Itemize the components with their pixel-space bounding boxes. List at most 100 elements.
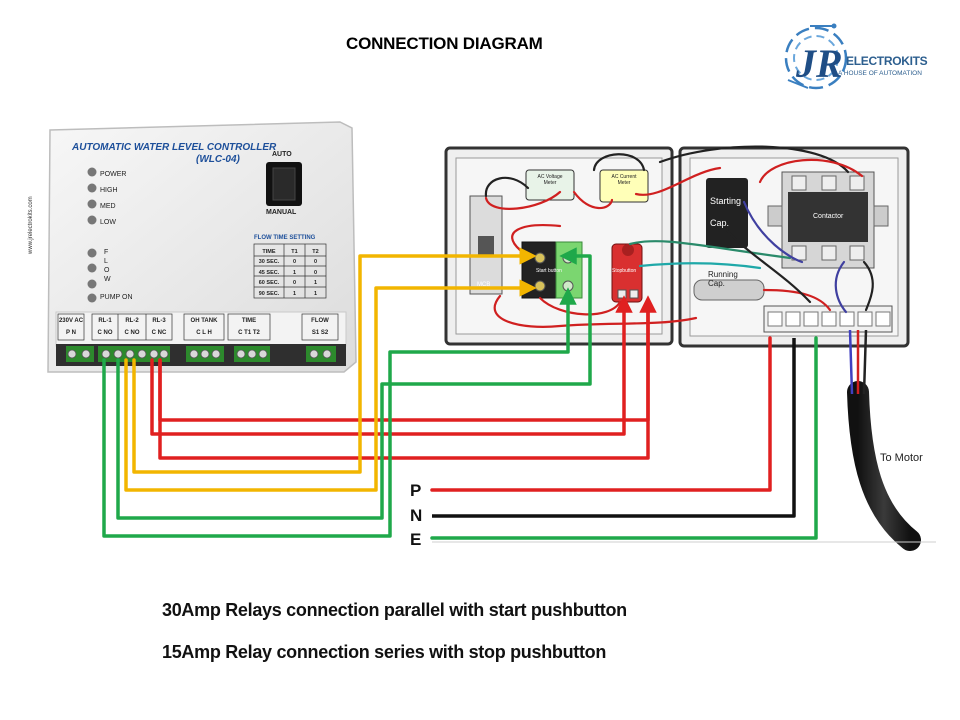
flow-letter: O <box>104 267 110 274</box>
flow-table-cell: 45 SEC. <box>258 269 280 276</box>
flow-letter: W <box>104 276 111 283</box>
neutral-wire <box>432 338 796 518</box>
mcb-breaker <box>469 195 503 295</box>
terminal-group-pins: C NC <box>151 330 167 336</box>
terminal-block-row <box>66 346 336 362</box>
terminal-group-label: OH TANK C L H <box>184 315 224 339</box>
running-cap-label-line: Running <box>708 270 738 279</box>
flow-table-cell: 0 <box>292 280 297 287</box>
terminal-group-label: TIME C T1 T2 <box>228 315 270 339</box>
flow-table-row: 45 SEC. 1 0 <box>254 268 326 279</box>
current-meter-label: AC Current Meter <box>607 174 641 186</box>
flow-table-title: FLOW TIME SETTING <box>254 235 316 241</box>
logo-mark: JR <box>796 41 843 86</box>
terminal-group-label: RL-1 C NO <box>92 315 118 339</box>
flow-table-row: 30 SEC. 0 0 <box>254 257 326 268</box>
stop-pushbutton <box>611 243 643 303</box>
green-wires <box>102 247 818 540</box>
motor-cable <box>847 329 921 551</box>
voltage-meter-label-line: Meter <box>543 180 557 186</box>
terminal-group-name: 230V AC <box>58 318 84 324</box>
flow-table-cell: 0 <box>292 259 297 266</box>
flow-table-header: TIME T1 T2 <box>254 246 326 257</box>
water-level-controller <box>47 121 357 373</box>
starting-capacitor <box>706 178 748 248</box>
note-line-1: 30Amp Relays connection parallel with st… <box>162 600 627 620</box>
flow-table-cell: 90 SEC. <box>258 290 280 297</box>
flow-table-cell: 30 SEC. <box>258 259 280 266</box>
terminal-group-label: 230V AC P N <box>58 315 84 339</box>
to-motor-label: To Motor <box>880 452 923 464</box>
terminal-group-pins: C T1 T2 <box>238 330 260 336</box>
terminal-group-name: RL-3 <box>152 318 166 324</box>
indicator-power: POWER <box>100 171 127 178</box>
switch-manual-label: MANUAL <box>266 209 297 216</box>
logo-brand: ELECTROKITS <box>846 54 928 68</box>
logo-tagline: A HOUSE OF AUTOMATION <box>838 70 922 77</box>
starting-cap-label-line: Starting <box>710 196 742 206</box>
current-meter-label-line: AC Current <box>611 174 637 180</box>
flow-table-cell: 0 <box>313 269 318 276</box>
red-wires <box>150 295 772 492</box>
flow-table-row: 90 SEC. 1 1 <box>254 289 326 300</box>
terminal-group-name: RL-2 <box>125 318 139 324</box>
controller-model: (WLC-04) <box>196 154 240 165</box>
note-line-2: 15Amp Relay connection series with stop … <box>162 642 607 662</box>
flow-letter: L <box>104 258 108 265</box>
stop-button-label: Stopbutton <box>612 268 637 274</box>
terminal-group-label: FLOW S1 S2 <box>302 315 338 339</box>
page-title: CONNECTION DIAGRAM <box>346 34 543 53</box>
website-label: www.jrelectrokits.com <box>28 196 34 254</box>
contactor <box>767 171 889 269</box>
auto-manual-switch <box>266 162 302 206</box>
indicator-med: MED <box>100 203 116 210</box>
current-meter-label-line: Meter <box>617 180 631 186</box>
supply-earth-label: E <box>410 530 422 549</box>
starting-cap-label: Starting Cap. <box>710 190 741 234</box>
terminal-group-pins: C L H <box>196 330 212 336</box>
mcb-label: MCB <box>477 282 491 288</box>
terminal-group-pins: S1 S2 <box>311 330 329 336</box>
logo-circuit-icon <box>784 23 848 90</box>
running-cap-label-line: Cap. <box>708 279 725 288</box>
contactor-label: Contactor <box>813 213 844 220</box>
starting-cap-label-line: Cap. <box>710 218 730 228</box>
terminal-group-pins: P N <box>66 330 76 336</box>
panel-internal-wiring <box>484 145 874 328</box>
terminal-group-label: RL-2 C NO <box>118 315 146 339</box>
flow-table-cell: 1 <box>313 290 318 297</box>
flow-table-cell: 1 <box>292 269 297 276</box>
terminal-group-name: FLOW <box>311 318 329 324</box>
voltage-meter-label-line: AC Voltage <box>537 174 563 180</box>
flow-table-cell: TIME <box>262 248 276 255</box>
yellow-wires <box>124 247 537 492</box>
controller-heading: AUTOMATIC WATER LEVEL CONTROLLER <box>72 142 277 153</box>
flow-table-cell: 1 <box>313 280 318 287</box>
indicator-leds <box>87 167 97 303</box>
flow-table-cell: T2 <box>312 248 319 255</box>
flow-table-row: 60 SEC. 0 1 <box>254 278 326 289</box>
voltage-meter-label: AC Voltage Meter <box>533 174 567 186</box>
indicator-low: LOW <box>100 219 116 226</box>
flow-table-cell: 60 SEC. <box>258 280 280 287</box>
flow-letters: F L O W <box>104 248 111 284</box>
running-cap-label: Running Cap. <box>708 270 738 288</box>
indicator-high: HIGH <box>100 187 118 194</box>
flow-letter: F <box>104 249 109 256</box>
flow-table-cell: 1 <box>292 290 297 297</box>
flow-table-cell: 0 <box>313 259 318 266</box>
indicator-labels: POWER HIGH MED LOW <box>100 167 126 231</box>
start-button-label: Start button <box>536 268 562 274</box>
terminal-group-pins: C NO <box>124 330 140 336</box>
panel-terminal-strip <box>763 305 893 333</box>
terminal-group-label: RL-3 C NC <box>146 315 172 339</box>
flow-table-cell: T1 <box>291 248 298 255</box>
terminal-group-pins: C NO <box>97 330 113 336</box>
brand-logo: JR ELECTROKITS A HOUSE OF AUTOMATION <box>780 18 930 90</box>
flow-time-table <box>253 243 327 299</box>
terminal-group-name: OH TANK <box>190 318 218 324</box>
terminal-group-name: RL-1 <box>98 318 112 324</box>
terminal-group-name: TIME <box>241 318 257 324</box>
